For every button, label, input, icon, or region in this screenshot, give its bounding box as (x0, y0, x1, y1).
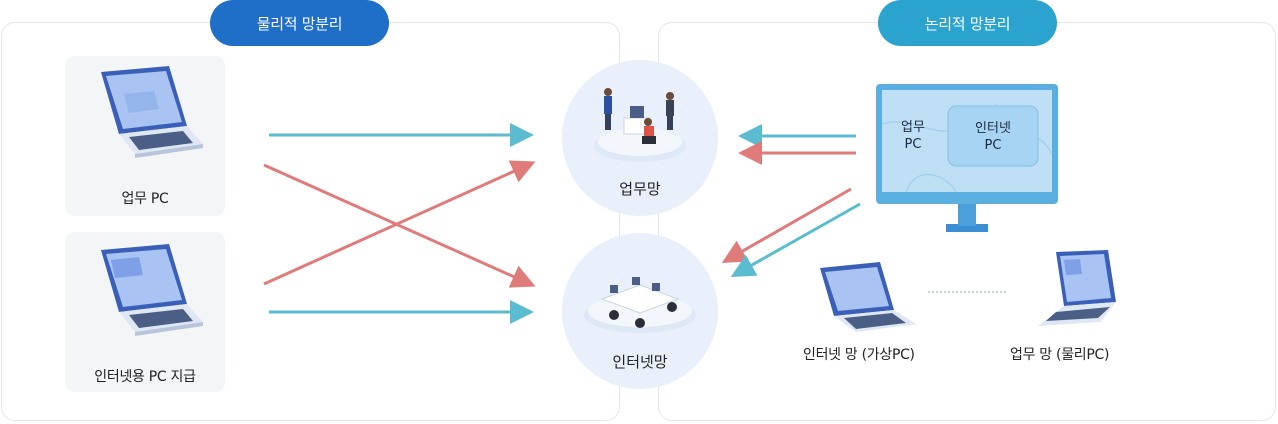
monitor-internet-pc-line1: 인터넷 (975, 121, 1011, 136)
arrow-internet-to-work (263, 160, 536, 286)
internet-network-label: 인터넷망 (612, 353, 668, 371)
laptop-icon (1038, 250, 1116, 326)
internet-pc-label: 인터넷용 PC 지급 (94, 369, 196, 385)
internet-network-circle: 인터넷망 (562, 233, 718, 389)
monitor-icon (876, 84, 1058, 232)
monitor-internet-pc-line2: PC (984, 138, 1002, 153)
work-network-circle: 업무망 (562, 60, 718, 216)
office-desks-icon (584, 277, 696, 333)
internet-pc-card: 인터넷용 PC 지급 (65, 232, 225, 392)
monitor-internet-pc-label: 인터넷 PC (948, 120, 1038, 154)
physical-separation-header: 물리적 망분리 (210, 0, 389, 46)
work-pc-label: 업무 PC (121, 191, 169, 207)
laptop-icon (101, 66, 203, 158)
monitor-work-pc-line2: PC (904, 137, 922, 152)
monitor-work-pc-line1: 업무 (901, 120, 925, 135)
arrow-monitor-to-internet-teal (730, 202, 861, 277)
arrow-monitor-to-internet-red (721, 187, 852, 263)
laptop-icon (101, 244, 203, 336)
laptop-icon (820, 262, 916, 332)
logical-separation-header: 논리적 망분리 (878, 0, 1057, 46)
work-network-label: 업무망 (619, 180, 661, 198)
physical-pc-label: 업무 망 (물리PC) (1010, 347, 1110, 363)
virtual-pc-label: 인터넷 망 (가상PC) (803, 347, 915, 363)
monitor-work-pc-label: 업무 PC (888, 119, 938, 153)
office-people-icon (594, 88, 686, 162)
work-pc-card: 업무 PC (65, 56, 225, 216)
